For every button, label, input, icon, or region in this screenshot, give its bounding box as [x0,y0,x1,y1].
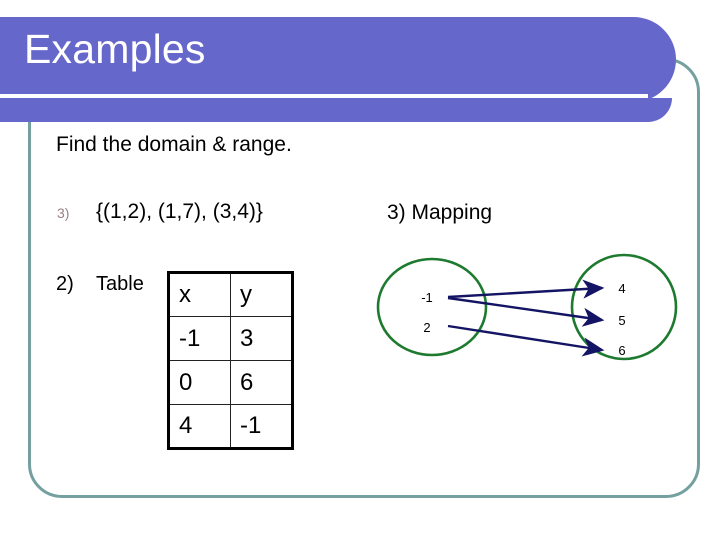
table-row-header: x y [168,272,293,317]
table-row: 4 -1 [168,404,293,449]
mapping-diagram: -1 2 4 5 6 [376,253,678,361]
domain-label-1: -1 [421,290,433,305]
table-header-x: x [168,272,231,317]
page-title: Examples [24,26,206,72]
range-label-2: 5 [618,313,625,328]
prompt-text: Find the domain & range. [56,133,292,156]
table-cell-x: 4 [168,404,231,449]
table-row: 0 6 [168,360,293,405]
table-cell-y: -1 [230,404,293,449]
table-item-label: Table [96,273,144,295]
domain-label-2: 2 [423,320,430,335]
title-banner [0,17,676,102]
range-label-1: 4 [618,281,625,296]
range-oval [570,253,678,361]
table-cell-x: -1 [168,316,231,361]
domain-oval [376,257,488,357]
title-underline-rule [0,94,648,98]
set-item-text: {(1,2), (1,7), (3,4)} [96,200,263,223]
range-label-3: 6 [618,343,625,358]
set-item-marker: 3) [57,205,70,221]
xy-table: x y -1 3 0 6 4 -1 [167,271,294,450]
table-cell-y: 6 [230,360,293,405]
arrow-neg1-to-5 [447,296,605,327]
table-cell-x: 0 [168,360,231,405]
table-item-marker: 2) [56,273,74,295]
table-row: -1 3 [168,316,293,361]
arrow-2-to-6 [447,324,605,357]
title-banner-foot [0,98,672,122]
arrow-neg1-to-4 [447,279,605,299]
mapping-heading: 3) Mapping [387,201,493,224]
table-header-y: y [230,272,293,317]
table-cell-y: 3 [230,316,293,361]
